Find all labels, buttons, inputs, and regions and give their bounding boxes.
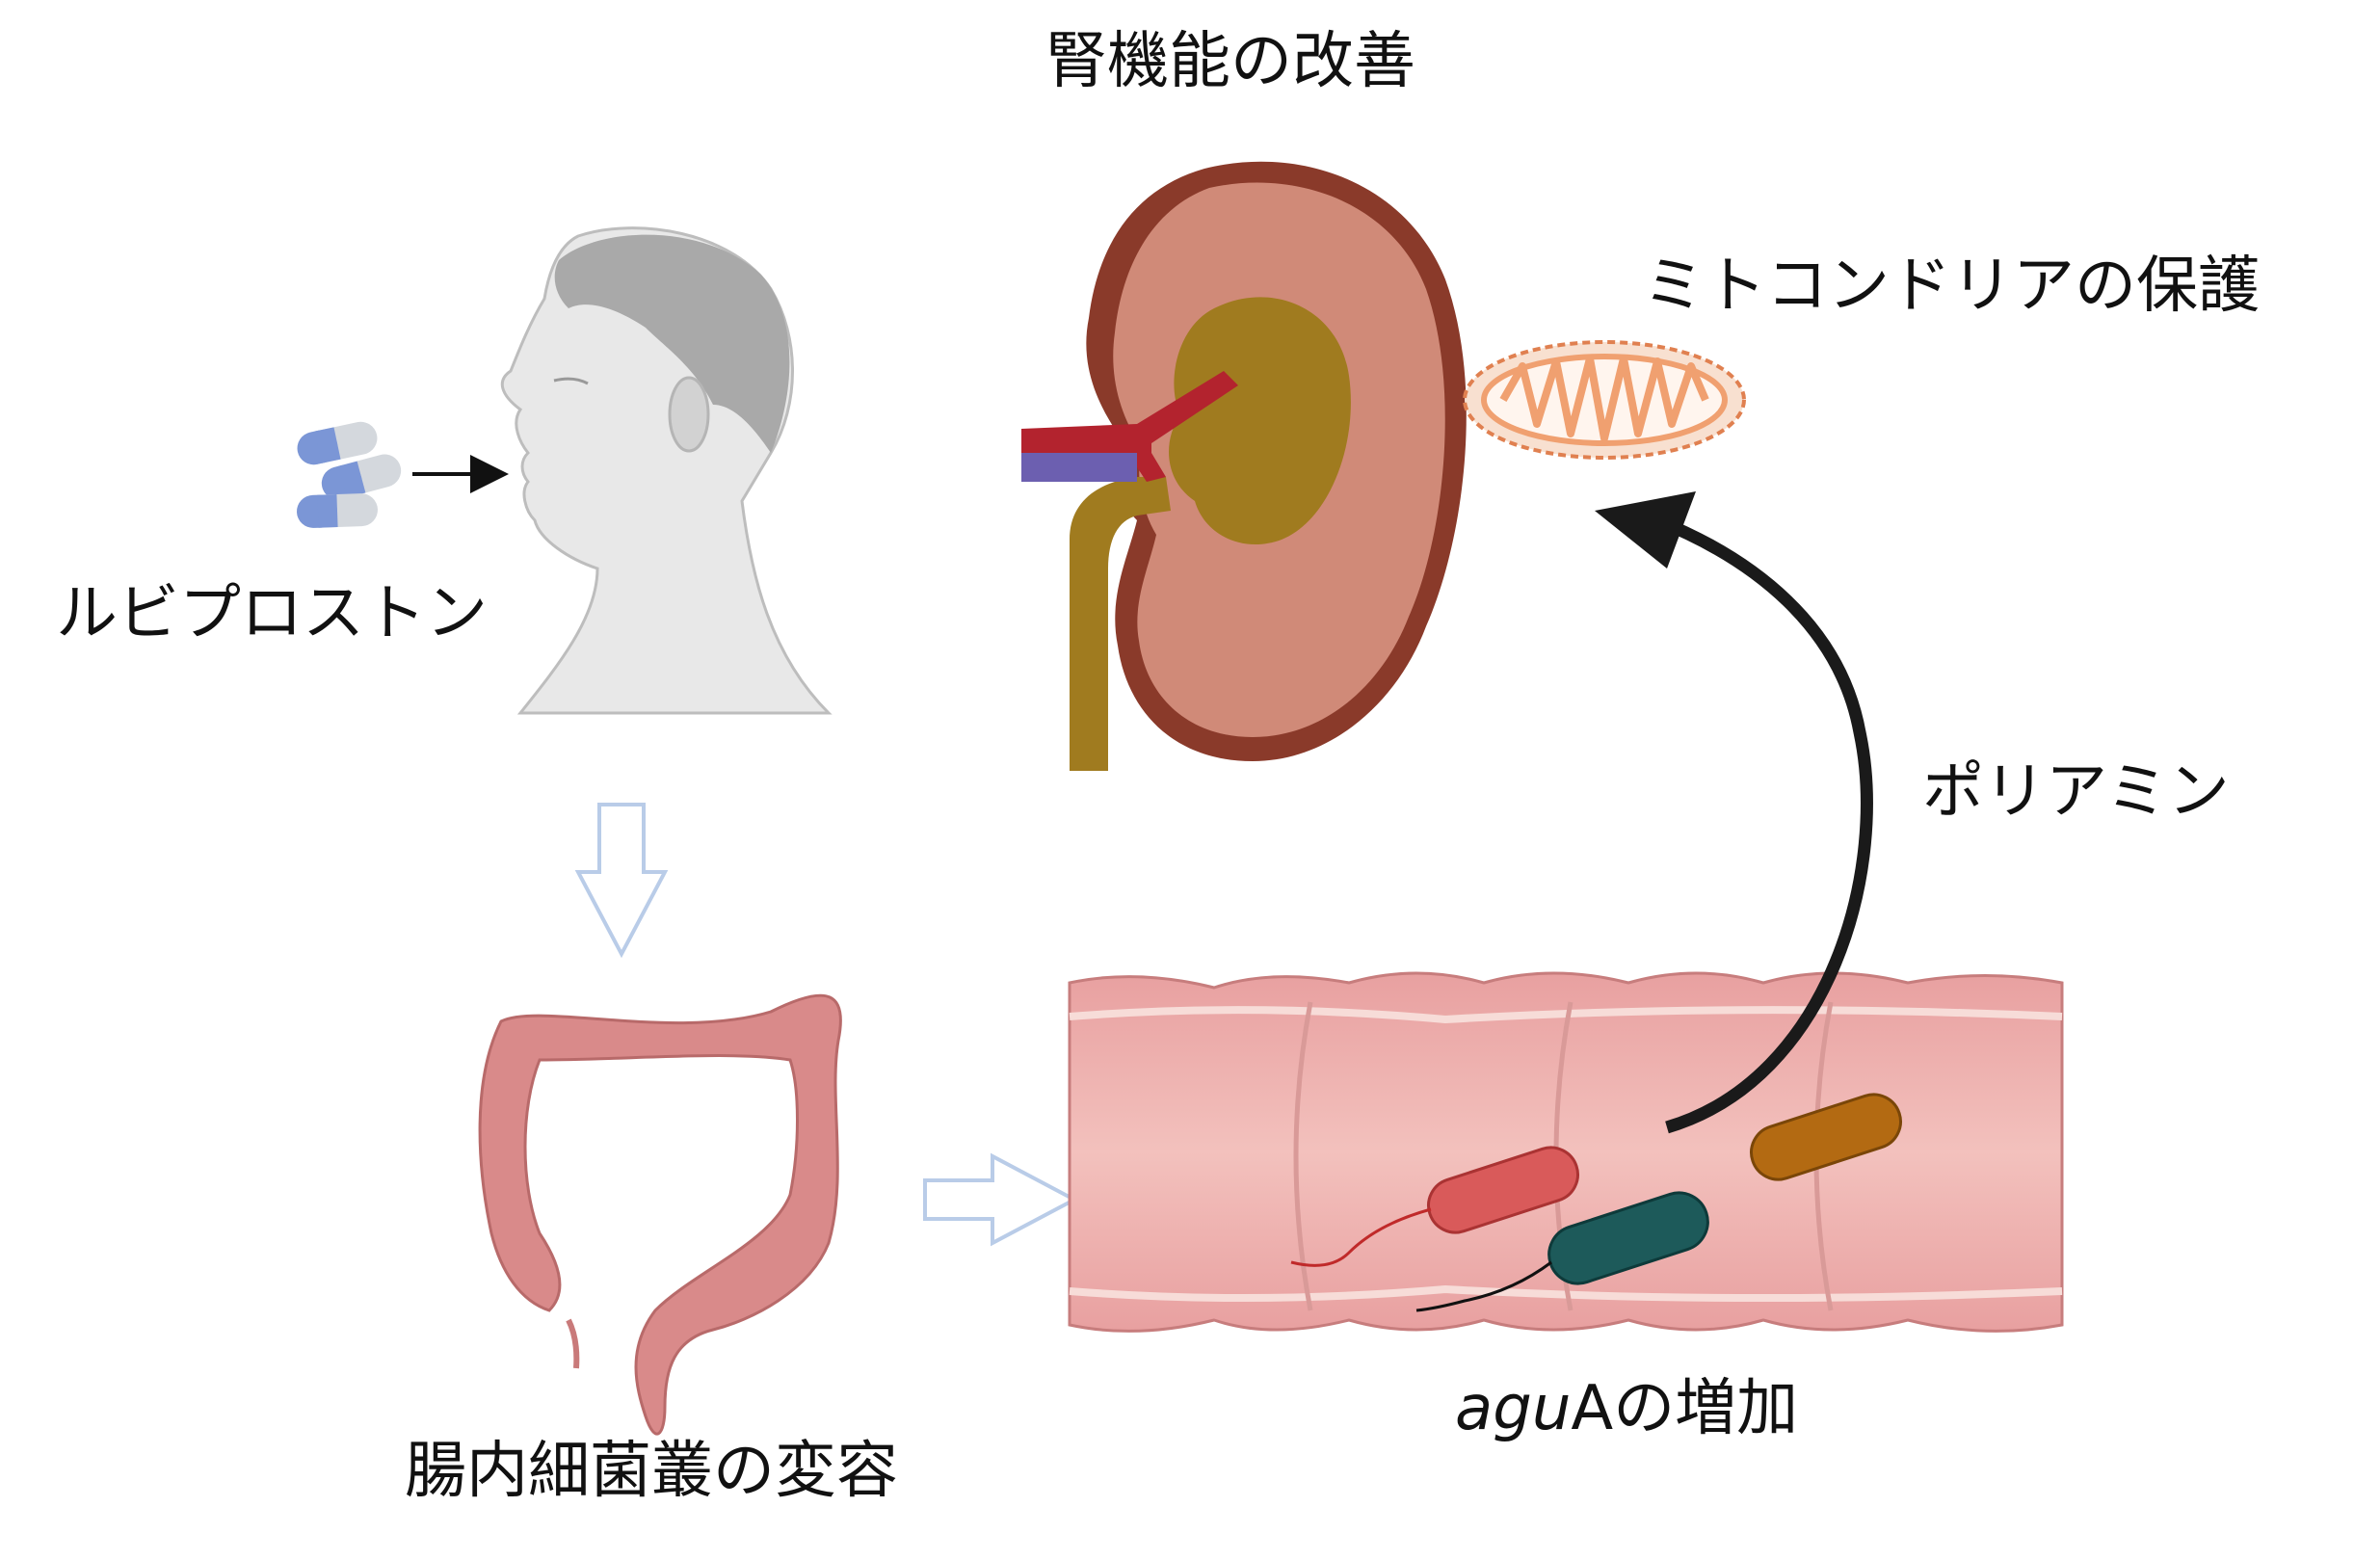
head-profile-icon <box>500 226 833 715</box>
right-block-arrow <box>923 1152 1079 1247</box>
mitochondria-label: ミトコンドリアの保護 <box>1643 251 2260 322</box>
capsule-icon <box>297 421 402 528</box>
polyamine-label: ポリアミン <box>1922 756 2230 828</box>
kidney-label: 腎機能の改善 <box>1045 26 1415 97</box>
microbiota-label: 腸内細菌叢の変容 <box>405 1436 898 1507</box>
mitochondrion-icon <box>1463 340 1746 460</box>
gene-label: aguAの増加 <box>1455 1378 1798 1440</box>
drug-label: ルビプロストン <box>56 578 488 649</box>
gene-italic: agu <box>1455 1373 1572 1444</box>
gene-rest: Aの増加 <box>1571 1373 1799 1444</box>
bacterium-icon <box>1415 1191 1709 1312</box>
colon-icon <box>478 993 842 1436</box>
polyamine-arrow <box>1654 514 1873 1134</box>
polyamine-arrowhead <box>1595 491 1696 568</box>
bacterium-icon <box>1750 1093 1902 1181</box>
down-block-arrow <box>574 803 669 959</box>
bacterium-icon <box>1290 1146 1579 1267</box>
kidney-icon <box>1021 161 1467 771</box>
